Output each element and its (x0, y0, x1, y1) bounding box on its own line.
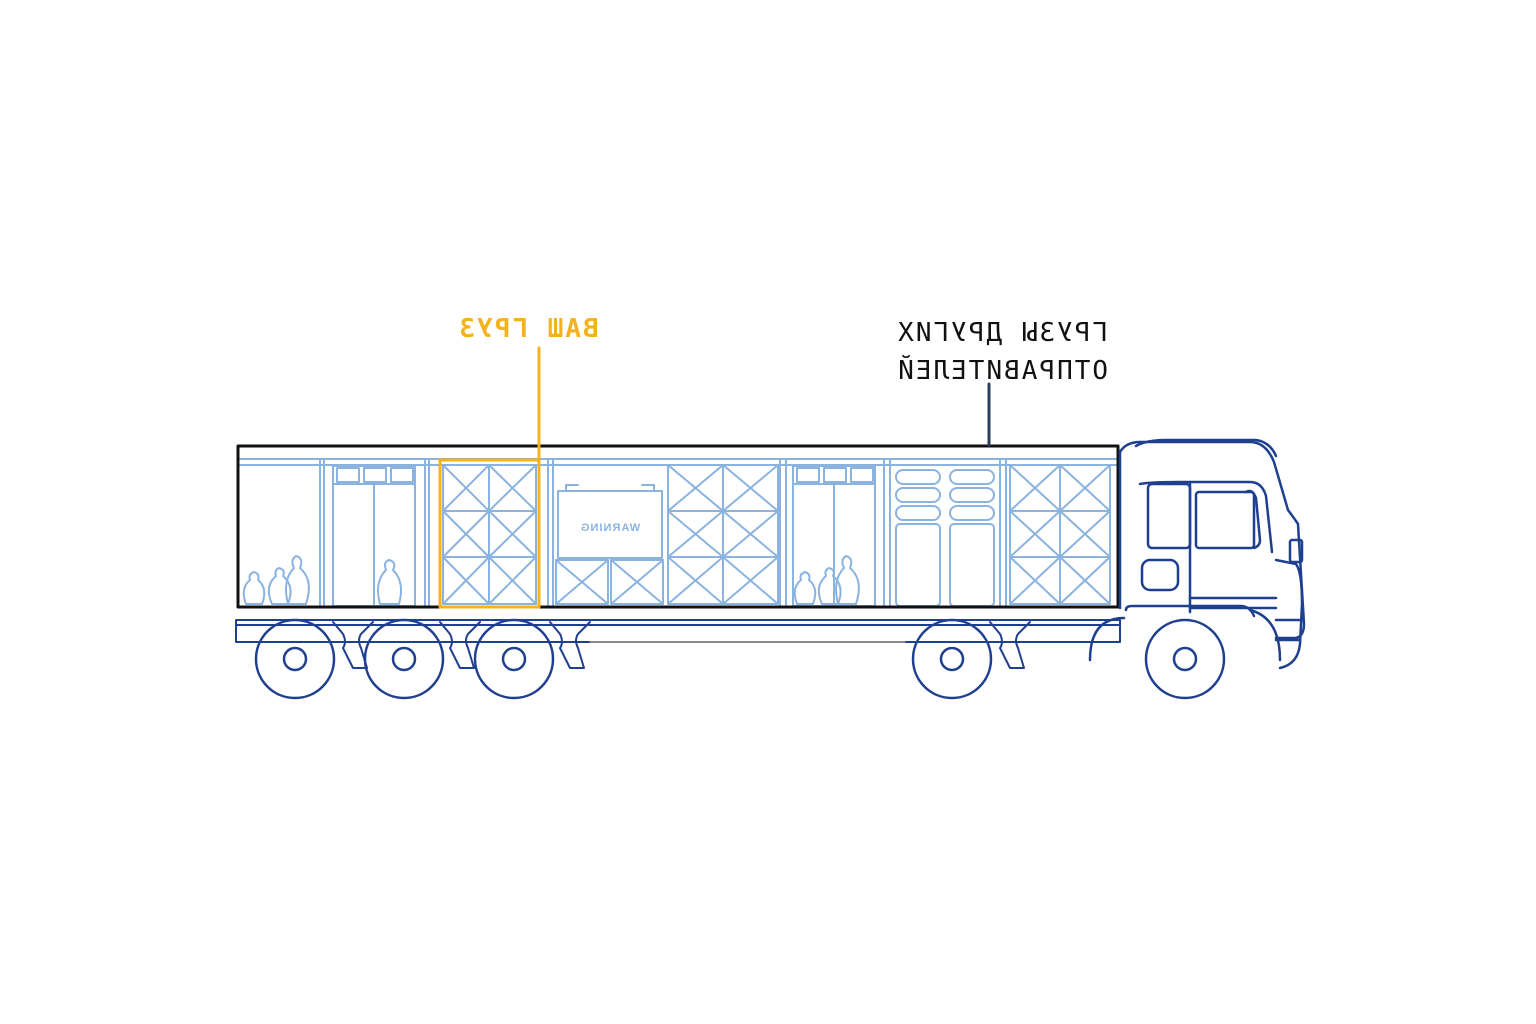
trailer-outline (236, 444, 1120, 609)
your-cargo-label: ВАШ ГРУЗ (457, 314, 599, 344)
cargo-box-icon (442, 464, 537, 605)
other-cargo-label-line1: ГРУЗЫ ДРУГИХ (896, 318, 1108, 348)
warning-sign: WARNING (580, 522, 640, 534)
shelf-unit (792, 465, 876, 607)
shelf-unit (332, 465, 416, 607)
truck-cab-icon (1088, 438, 1306, 670)
your-cargo-highlight (438, 458, 541, 609)
cargo-box-icon (1009, 464, 1111, 605)
sack-icon (242, 555, 860, 605)
trailer-chassis (235, 619, 1121, 669)
wheel-icon (254, 618, 1226, 700)
warning-crate (557, 484, 663, 559)
other-cargo-label: ГРУЗЫ ДРУГИХ ОТПРАВИТЕЛЕЙ (832, 314, 1108, 390)
other-cargo-label-line2: ОТПРАВИТЕЛЕЙ (896, 356, 1108, 386)
cargo-box-icon (555, 559, 664, 605)
barrel-stack (895, 469, 995, 607)
other-cargo (239, 458, 1117, 607)
cargo-box-icon (667, 464, 779, 605)
